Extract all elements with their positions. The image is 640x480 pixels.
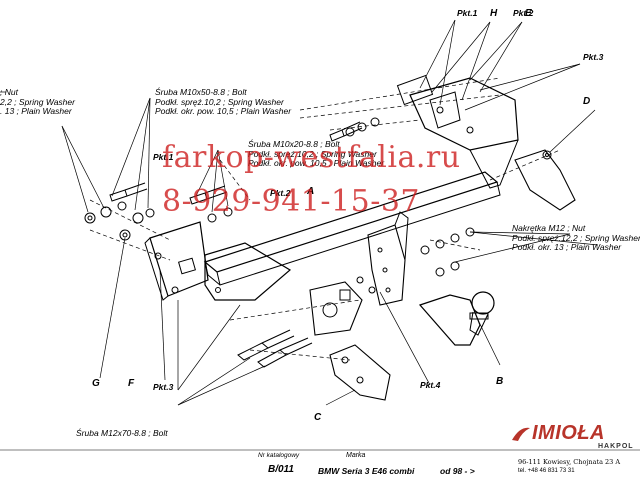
pkt-label: Pkt.1 (457, 8, 478, 18)
label-bolt-m12x70: Śruba M12x70-8.8 ; Bolt (76, 428, 168, 438)
leader-lines (0, 19, 599, 406)
part-c (329, 344, 391, 401)
company-logo-icon (510, 424, 530, 442)
company-sub: HAKPOL (598, 443, 634, 450)
fasteners-left (84, 182, 233, 241)
part-letter-e: E (525, 8, 532, 19)
pkt-label: Pkt.2 (270, 188, 291, 198)
label-line: Podkł. spręż.10,2 ; Spring Washer (155, 96, 284, 107)
part-letter-d: D (583, 96, 591, 107)
pkt-label: Pkt.3 (153, 382, 174, 392)
label-line: Śruba M10x20-8.8 ; Bolt (248, 139, 340, 149)
part-letter-h: H (490, 8, 498, 19)
brand-label: Marka (346, 452, 366, 459)
left-bracket (149, 221, 209, 297)
company-logo: IMIOŁA (532, 422, 605, 444)
label-line: ; Nut (0, 87, 18, 97)
catalog-label: Nr katalogowy (258, 452, 300, 459)
vehicle-model: BMW Seria 3 E46 combi (318, 466, 415, 476)
assembly-lines (89, 77, 561, 361)
socket-plate (309, 281, 363, 336)
logo-swoosh-icon (512, 427, 530, 441)
left-side-plate (204, 242, 292, 301)
label-line: Nakrętka M12 ; Nut (512, 223, 586, 233)
pkt-label: Pkt.3 (583, 52, 604, 62)
pkt-label: Pkt.2 (513, 8, 534, 18)
label-nut-m12: Nakrętka M12 ; Nut Podkł. spręż.12,2 ; S… (512, 223, 640, 253)
pkt-label: Pkt.1 (153, 152, 174, 162)
label-nut-left: ; Nut 2,2 ; Spring Washer . 13 ; Plain W… (0, 87, 75, 117)
part-letter-g: G (92, 378, 100, 389)
label-line: 2,2 ; Spring Washer (0, 96, 75, 107)
part-letter-b: B (496, 376, 504, 387)
watermark-site: farkop-westfalia.ru (162, 140, 461, 175)
model-year: od 98 - > (440, 466, 475, 476)
label-line: Podkł. spręż.10,2 ; Spring Washer (248, 148, 377, 159)
watermark-phone: 8-929-941-15-37 (162, 184, 421, 219)
fasteners-right (329, 117, 475, 294)
label-bolt-m10x20: Śruba M10x20-8.8 ; Bolt Podkł. spręż.10,… (248, 139, 385, 169)
label-line: Podkł. spręż.12,2 ; Spring Washer (512, 232, 640, 243)
company-phone: tel. +48 46 831 73 31 (518, 468, 575, 474)
pkt-label: Pkt.4 (420, 380, 441, 390)
label-line: Podkł. okr. pow. 10,5 ; Plain Washer (248, 158, 385, 168)
label-line: . 13 ; Plain Washer (0, 106, 72, 116)
bolts-m12 (237, 329, 313, 368)
ball-mount (418, 294, 481, 346)
company-address: 96-111 Kowiesy, Chojnata 23 A (518, 458, 621, 466)
part-letter-c: C (314, 412, 322, 423)
part-letter-f: F (128, 378, 135, 389)
label-line: Podkł. okr. pow. 10,5 ; Plain Washer (155, 106, 292, 116)
part-letter-a: A (307, 186, 315, 197)
catalog-number: B/011 (268, 464, 294, 475)
label-bolt-m10x50: Śruba M10x50-8.8 ; Bolt Podkł. spręż.10,… (155, 87, 292, 117)
bracket-d (514, 149, 576, 211)
label-line: Śruba M10x50-8.8 ; Bolt (155, 87, 247, 97)
label-line: Podkł. okr. 13 ; Plain Washer (512, 242, 622, 252)
